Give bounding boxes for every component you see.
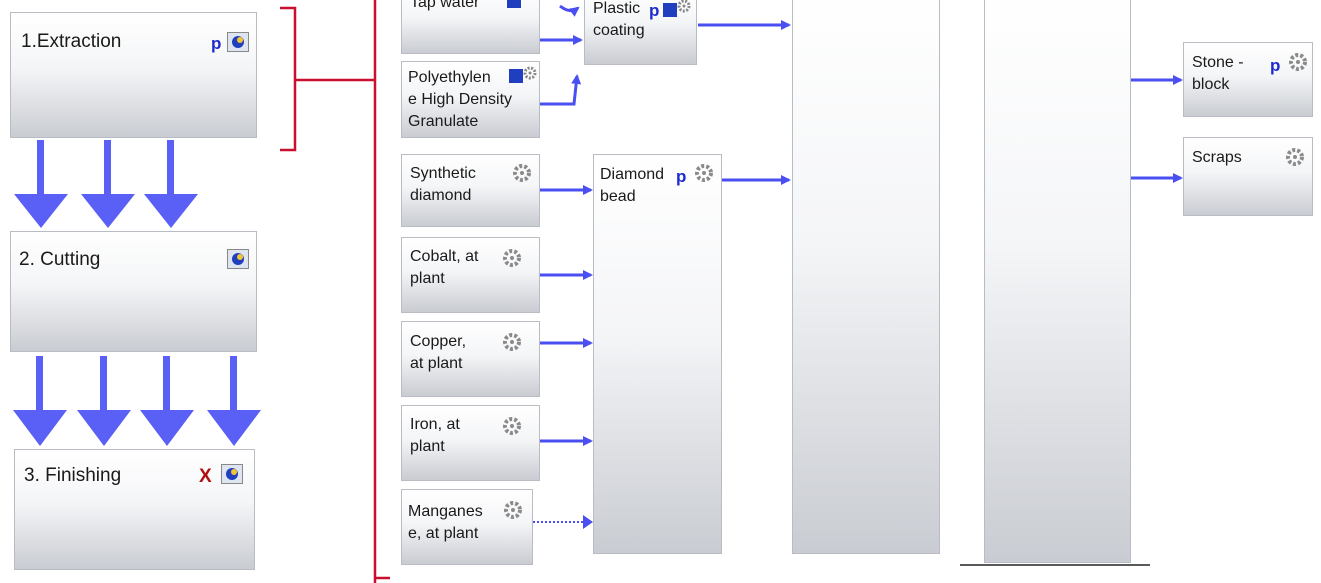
process-label: Iron, at plant <box>410 416 460 455</box>
stage-label: 3. Finishing <box>24 465 122 486</box>
globe-icon <box>221 464 243 484</box>
gear-icon <box>504 501 522 519</box>
gear-icon <box>503 417 521 435</box>
process-label: Cobalt, at plant <box>410 248 479 287</box>
process-label: Tap water <box>410 0 480 11</box>
stage-finishing[interactable]: 3. Finishing X <box>14 449 255 570</box>
process-column-2[interactable] <box>984 0 1131 563</box>
process-synthetic-diamond[interactable]: Synthetic diamond <box>401 154 540 227</box>
process-label: Diamond bead <box>600 166 665 205</box>
process-polyethylene[interactable]: Polyethylen e High Density Granulate <box>401 61 540 138</box>
globe-icon <box>227 249 249 269</box>
flow-arrows <box>540 4 1183 446</box>
gear-icon <box>1289 53 1307 71</box>
gear-icon <box>513 164 531 182</box>
process-copper[interactable]: Copper, at plant <box>401 321 540 397</box>
stage-extraction[interactable]: 1.Extraction p <box>10 12 257 138</box>
red-bracket <box>280 0 390 583</box>
stage-arrows-2-to-3 <box>13 356 261 446</box>
gear-icon <box>695 164 713 182</box>
process-label: Copper, at plant <box>410 333 467 372</box>
stage-arrows-1-to-2 <box>14 140 198 228</box>
process-label: Manganes e, at plant <box>408 503 483 542</box>
process-diamond-bead[interactable]: Diamond bead p <box>593 154 722 554</box>
gear-icon <box>677 0 691 13</box>
process-cobalt[interactable]: Cobalt, at plant <box>401 237 540 313</box>
gear-icon <box>1286 148 1304 166</box>
stage-cutting[interactable]: 2. Cutting <box>10 231 257 352</box>
process-stone-block[interactable]: Stone - block p <box>1183 42 1313 117</box>
process-iron[interactable]: Iron, at plant <box>401 405 540 481</box>
gear-icon <box>503 249 521 267</box>
process-label: Plastic coating <box>593 0 645 39</box>
p-marker: p <box>649 1 660 20</box>
process-label: Polyethylen e High Density Granulate <box>408 69 513 130</box>
stage-label: 2. Cutting <box>19 249 101 270</box>
process-column-1[interactable] <box>792 0 940 554</box>
p-marker: p <box>211 34 222 53</box>
process-label: Stone - block <box>1192 54 1244 93</box>
p-marker: p <box>676 167 687 186</box>
process-label: Synthetic diamond <box>410 165 476 204</box>
p-marker: p <box>1270 56 1281 75</box>
blue-square-icon <box>507 0 521 8</box>
process-manganese[interactable]: Manganes e, at plant <box>401 489 533 565</box>
x-marker: X <box>199 466 212 487</box>
gear-icon <box>523 66 537 80</box>
process-label: Scraps <box>1192 149 1242 166</box>
blue-square-icon <box>509 69 523 83</box>
process-scraps[interactable]: Scraps <box>1183 137 1313 216</box>
process-tap-water[interactable]: Tap water <box>401 0 540 54</box>
stage-label: 1.Extraction <box>21 31 122 52</box>
blue-square-icon <box>663 3 677 17</box>
process-plastic-coating[interactable]: Plastic coating p <box>584 0 697 65</box>
globe-icon <box>227 32 249 52</box>
gear-icon <box>503 333 521 351</box>
